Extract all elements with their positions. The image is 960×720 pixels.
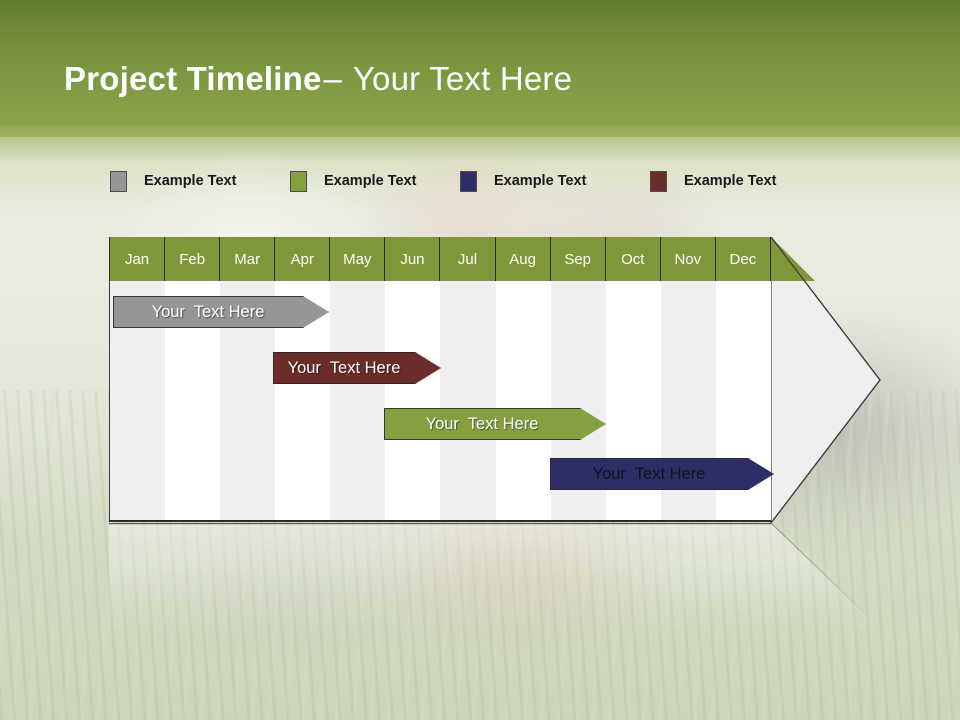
legend-swatch-green bbox=[290, 170, 307, 192]
column-may bbox=[330, 281, 386, 520]
task-label-navy: Your Text Here bbox=[592, 464, 706, 483]
month-cell-aug[interactable]: Aug bbox=[495, 237, 551, 281]
task-bar-maroon[interactable]: Your Text Here bbox=[273, 352, 441, 384]
month-cell-jan[interactable]: Jan bbox=[109, 237, 166, 281]
task-bar-gray[interactable]: Your Text Here bbox=[113, 296, 329, 328]
title-dash: – bbox=[323, 60, 343, 97]
month-cell-jul[interactable]: Jul bbox=[440, 237, 496, 281]
month-cell-mar[interactable]: Mar bbox=[220, 237, 276, 281]
legend-swatch-maroon bbox=[650, 170, 667, 192]
legend-item-4[interactable]: Example Text bbox=[650, 170, 776, 192]
legend-label-4: Example Text bbox=[684, 173, 777, 189]
legend-item-1[interactable]: Example Text bbox=[110, 170, 236, 192]
month-cell-nov[interactable]: Nov bbox=[660, 237, 716, 281]
title-light: Your Text Here bbox=[352, 60, 573, 97]
legend-label-1: Example Text bbox=[144, 173, 237, 189]
legend-swatch-navy bbox=[460, 170, 477, 192]
month-cell-feb[interactable]: Feb bbox=[165, 237, 221, 281]
month-cell-jun[interactable]: Jun bbox=[385, 237, 441, 281]
header-band bbox=[0, 0, 960, 137]
column-jul bbox=[440, 281, 496, 520]
month-cell-may[interactable]: May bbox=[330, 237, 386, 281]
month-header-row: Jan Feb Mar Apr May Jun Jul Aug Sep Oct … bbox=[109, 237, 771, 281]
legend-label-2: Example Text bbox=[324, 173, 417, 189]
timeline-grid: Jan Feb Mar Apr May Jun Jul Aug Sep Oct … bbox=[109, 237, 771, 523]
task-label-maroon: Your Text Here bbox=[287, 358, 401, 377]
legend-swatch-gray bbox=[110, 170, 127, 192]
month-cell-dec[interactable]: Dec bbox=[715, 237, 771, 281]
column-aug bbox=[495, 281, 551, 520]
task-label-green: Your Text Here bbox=[425, 414, 539, 433]
column-jun bbox=[385, 281, 441, 520]
legend-label-3: Example Text bbox=[494, 173, 587, 189]
timeline-reflection bbox=[109, 523, 881, 633]
page-title: Project Timeline– Your Text Here bbox=[64, 60, 572, 98]
legend-item-3[interactable]: Example Text bbox=[460, 170, 586, 192]
legend-item-2[interactable]: Example Text bbox=[290, 170, 416, 192]
header-fade bbox=[0, 125, 960, 161]
task-bar-green[interactable]: Your Text Here bbox=[384, 408, 606, 440]
month-cell-apr[interactable]: Apr bbox=[275, 237, 331, 281]
task-label-gray: Your Text Here bbox=[151, 302, 265, 321]
month-cell-oct[interactable]: Oct bbox=[605, 237, 661, 281]
month-cell-sep[interactable]: Sep bbox=[550, 237, 606, 281]
title-strong: Project Timeline bbox=[64, 60, 322, 97]
task-bar-navy[interactable]: Your Text Here bbox=[550, 458, 774, 490]
